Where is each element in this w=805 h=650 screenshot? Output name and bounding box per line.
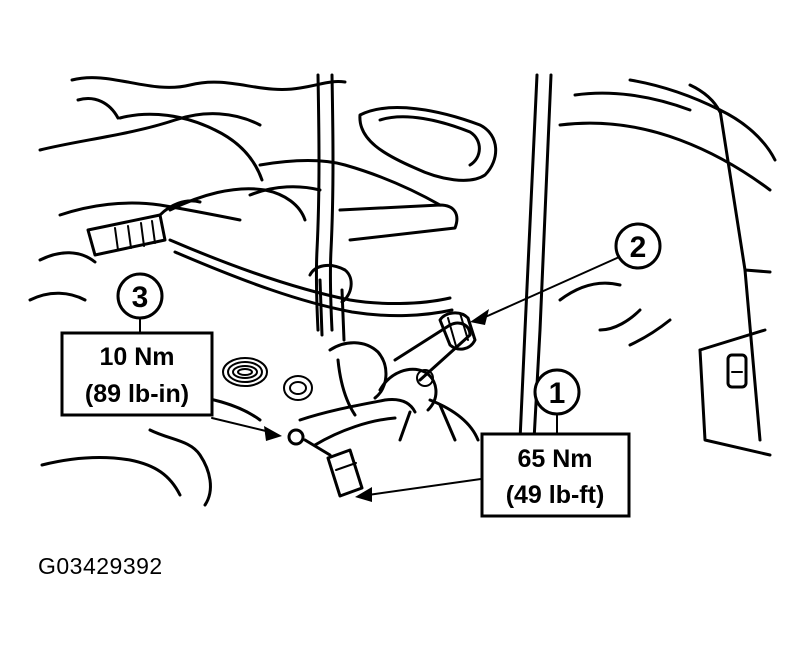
torque-metric-65nm: 65 Nm [517,445,592,473]
callout-3: 3 [116,272,164,320]
callout-1: 1 [533,368,581,416]
torque-box-item-3: 10 Nm (89 lb-in) [60,331,214,417]
callout-1-number: 1 [549,377,566,410]
torque-imperial-49lbft: (49 lb-ft) [506,481,605,509]
callout-2: 2 [614,222,662,270]
torque-metric-10nm: 10 Nm [99,343,174,371]
callout-3-number: 3 [132,281,149,314]
torque-imperial-89lbin: (89 lb-in) [85,380,189,408]
callout-2-number: 2 [630,231,647,264]
engine-line-art [28,73,777,507]
torque-box-item-1: 65 Nm (49 lb-ft) [480,432,631,518]
coil-spring-graphic [222,357,313,401]
bracket-assembly-graphic [287,311,480,498]
leader-lines [139,257,618,502]
figure-code: G03429392 [38,553,163,579]
